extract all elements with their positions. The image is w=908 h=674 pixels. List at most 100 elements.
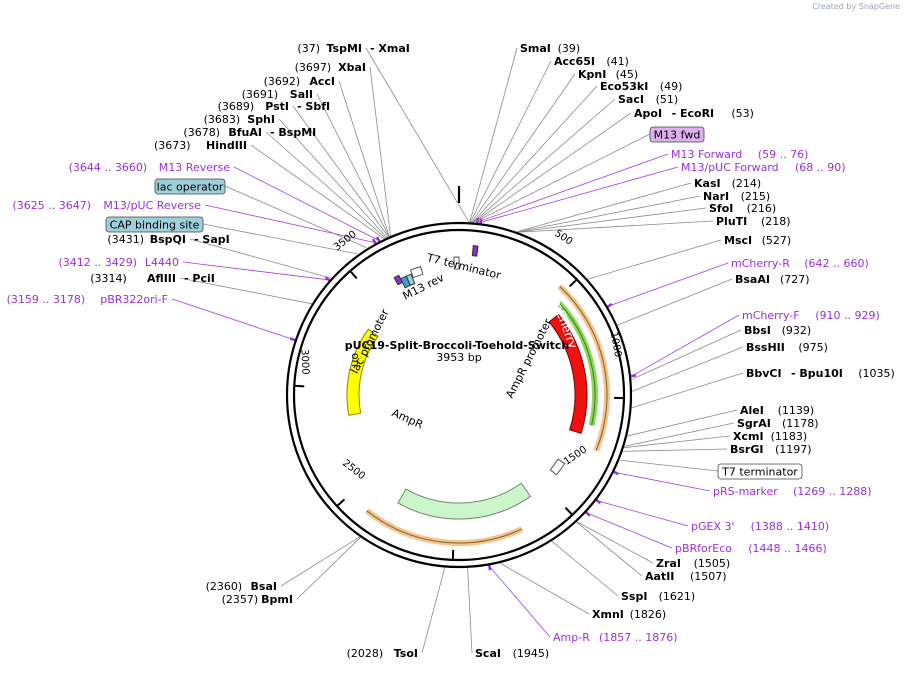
coverage-bar-green-line <box>558 302 596 426</box>
enzyme-label-bsai[interactable]: BsaI(2360) <box>206 580 277 593</box>
box-label-lac-operator[interactable]: lac operator <box>154 178 226 195</box>
primer-leader <box>489 566 551 638</box>
enzyme-label-saci[interactable]: SacI(51) <box>618 93 678 106</box>
feature-t7-term-arrow[interactable] <box>453 256 460 270</box>
enzyme-label-xmni[interactable]: XmnI(1826) <box>592 608 666 621</box>
primer-label-l4440[interactable]: L4440(3412 .. 3429) <box>58 256 179 269</box>
enzyme-label-bspqi[interactable]: BspQI- SapI(3431) <box>107 233 229 246</box>
primer-label-amp-r[interactable]: Amp-R(1857 .. 1876) <box>553 631 678 644</box>
enzyme-name: KasI <box>694 177 721 190</box>
primer-label-m13-puc-reverse[interactable]: M13/pUC Reverse(3625 .. 3647) <box>12 199 201 212</box>
enzyme-pos: (215) <box>741 190 771 203</box>
feature-ori[interactable] <box>346 328 379 416</box>
box-label-cap-binding-site[interactable]: CAP binding site <box>105 216 204 233</box>
enzyme-label-bsshii[interactable]: BssHII(975) <box>746 341 828 354</box>
box-label-t7-terminator[interactable]: T7 terminator <box>717 463 803 480</box>
enzyme-name: BpmI <box>261 593 293 606</box>
enzyme-label-bpmi[interactable]: BpmI(2357) <box>222 593 293 606</box>
enzyme-label-sgrai[interactable]: SgrAI(1178) <box>737 417 819 430</box>
enzyme-pos: (3673) <box>154 139 191 152</box>
enzyme-label-smai[interactable]: SmaI (39) <box>520 42 580 55</box>
feature-mcherry[interactable] <box>548 313 588 435</box>
enzyme-label-kasi[interactable]: KasI(214) <box>694 177 761 190</box>
enzyme-pos: (975) <box>798 341 828 354</box>
enzyme-name: SmaI <box>520 42 551 55</box>
enzyme-label-acci[interactable]: AccI(3692) <box>264 75 335 88</box>
enzyme-label-xcmi[interactable]: XcmI(1183) <box>733 430 807 443</box>
enzyme-name: ApoI <box>634 107 662 120</box>
enzyme-name: PstI <box>265 100 289 113</box>
feature-cap-site[interactable] <box>399 275 411 289</box>
enzyme-label-psti[interactable]: PstI- SbfI(3689) <box>218 100 330 113</box>
enzyme-label-afliii[interactable]: AflIII- PciI(3314) <box>90 272 215 285</box>
primer-name: pBR322ori-F <box>100 293 168 306</box>
enzyme-leader <box>587 239 722 280</box>
primer-leader <box>631 314 740 377</box>
enzyme-label-aatii[interactable]: AatII(1507) <box>645 570 727 583</box>
feature-ampr-promoter[interactable] <box>549 458 566 476</box>
enzyme-label-eco53ki[interactable]: Eco53kI(49) <box>600 80 682 93</box>
feature-m13-fwd[interactable] <box>471 245 479 257</box>
primer-label-m13-forward[interactable]: M13 Forward(59 .. 76) <box>671 148 808 161</box>
enzyme-pos: (1197) <box>775 443 812 456</box>
enzyme-label-bbvci[interactable]: BbvCI- Bpu10I(1035) <box>746 367 895 380</box>
enzyme-pos: (527) <box>762 234 792 247</box>
enzyme-label-msci[interactable]: MscI (527) <box>724 234 791 247</box>
enzyme-label-xbai[interactable]: XbaI(3697) <box>295 61 366 74</box>
enzyme-label-sfoi[interactable]: SfoI(216) <box>709 202 776 215</box>
enzyme-name: TspMI <box>326 42 362 55</box>
enzyme-label-sali[interactable]: SalI(3691) <box>242 88 313 101</box>
enzyme-label-apoi[interactable]: ApoI- EcoRI(53) <box>634 107 754 120</box>
enzyme-label-scai[interactable]: ScaI(1945) <box>475 647 549 660</box>
tick-label: 1500 <box>562 444 589 468</box>
enzyme-label-bbsi[interactable]: BbsI(932) <box>744 324 811 337</box>
enzyme-label-alei[interactable]: AleI(1139) <box>740 404 814 417</box>
primer-label-pbrforeco[interactable]: pBRforEco(1448 .. 1466) <box>675 542 827 555</box>
enzyme-name: BsaAI <box>735 273 770 286</box>
enzyme-label-tspmi[interactable]: TspMI- XmaI(37) <box>297 42 409 55</box>
enzyme-label-kpni[interactable]: KpnI(45) <box>578 68 638 81</box>
feature-m13-rev[interactable] <box>393 274 404 286</box>
enzyme-label-zrai[interactable]: ZraI(1505) <box>656 557 730 570</box>
primer-label-m13-puc-forward[interactable]: M13/pUC Forward(68 .. 90) <box>681 161 846 174</box>
feature-lac-promoter[interactable] <box>409 266 424 279</box>
enzyme-label-pluti[interactable]: PluTI(218) <box>716 215 791 228</box>
enzyme-leader <box>469 60 552 223</box>
enzyme-name: MscI <box>724 234 752 247</box>
enzyme-label-tsoi[interactable]: TsoI(2028) <box>347 647 418 660</box>
enzyme-name: BspQI <box>150 233 186 246</box>
enzyme-label-bsaai[interactable]: BsaAI(727) <box>735 273 810 286</box>
primer-label-mcherry-f[interactable]: mCherry-F(910 .. 929) <box>742 309 880 322</box>
enzyme-pos: (3314) <box>90 272 127 285</box>
enzyme-label-hindiii[interactable]: HindIII(3673) <box>154 139 247 152</box>
enzyme-leader <box>517 207 707 233</box>
tick-mark <box>294 384 305 388</box>
enzyme-name: ZraI <box>656 557 681 570</box>
enzyme-label-bsrgi[interactable]: BsrGI(1197) <box>730 443 812 456</box>
enzyme-label-nari[interactable]: NarI(215) <box>703 190 770 203</box>
primer-label-pgex-3-[interactable]: pGEX 3'(1388 .. 1410) <box>691 520 829 533</box>
box-label-m13-fwd[interactable]: M13 fwd <box>649 126 705 143</box>
enzyme-pos: (1035) <box>858 367 895 380</box>
primer-leader <box>597 500 689 527</box>
enzyme-leader <box>280 536 361 587</box>
enzyme-leader <box>265 131 387 239</box>
coverage-bar-mcherry-line <box>559 286 608 451</box>
plasmid-length: 3953 bp <box>436 351 481 364</box>
enzyme-name: XcmI <box>733 430 764 443</box>
enzyme-pos: (39) <box>558 42 581 55</box>
enzyme-name2: - SapI <box>194 233 230 246</box>
feature-ampr[interactable] <box>397 482 532 520</box>
primer-range: (1857 .. 1876) <box>599 631 678 644</box>
enzyme-label-bfuai[interactable]: BfuAI- BspMI(3678) <box>183 126 316 139</box>
enzyme-label-acc65i[interactable]: Acc65I(41) <box>554 55 629 68</box>
enzyme-label-sspi[interactable]: SspI(1621) <box>621 590 695 603</box>
enzyme-pos: (51) <box>656 93 679 106</box>
primer-label-mcherry-r[interactable]: mCherry-R(642 .. 660) <box>731 257 869 270</box>
primer-label-pbr322ori-f[interactable]: pBR322ori-F(3159 .. 3178) <box>7 293 168 306</box>
primer-label-prs-marker[interactable]: pRS-marker(1269 .. 1288) <box>713 485 872 498</box>
primer-label-m13-reverse[interactable]: M13 Reverse(3644 .. 3660) <box>69 161 231 174</box>
enzyme-pos: (37) <box>297 42 320 55</box>
enzyme-label-sphi[interactable]: SphI(3683) <box>204 113 275 126</box>
enzyme-name: XbaI <box>338 61 366 74</box>
